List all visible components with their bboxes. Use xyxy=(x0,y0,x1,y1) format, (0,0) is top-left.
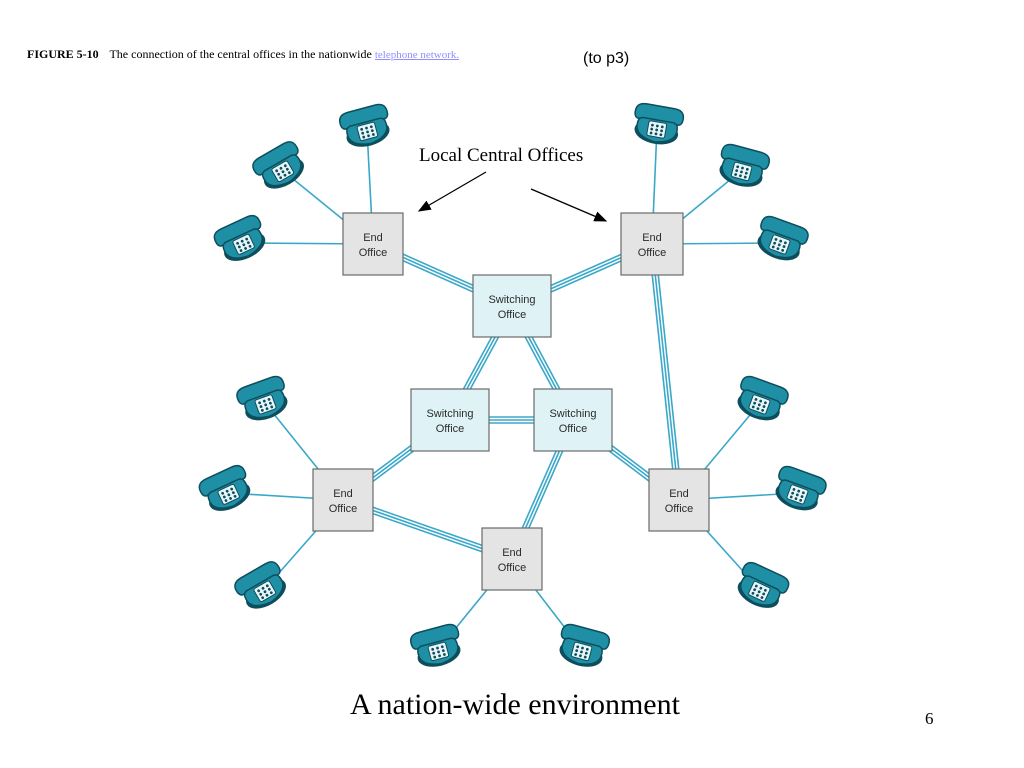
telephone-icon xyxy=(629,101,686,149)
office-label: End xyxy=(363,232,383,244)
telephone-icon xyxy=(408,621,467,673)
figure-caption: FIGURE 5-10 The connection of the centra… xyxy=(27,47,459,62)
trunk-line-eo2-eo4 xyxy=(654,243,683,500)
telephone-icon xyxy=(337,101,396,153)
telephone-icon xyxy=(249,138,312,197)
telephone-icon xyxy=(195,462,258,519)
office-label: Office xyxy=(436,423,465,435)
caption-link[interactable]: telephone network. xyxy=(374,49,460,61)
trunk-line-eo2-eo4 xyxy=(648,244,677,501)
telephone-icon xyxy=(768,463,830,518)
office-label: Switching xyxy=(488,294,535,306)
office-label: Office xyxy=(329,503,358,515)
telephone-icon xyxy=(750,213,812,268)
office-label: End xyxy=(333,488,353,500)
office-label: Office xyxy=(559,423,588,435)
telephone-icon xyxy=(730,373,792,428)
office-label: Switching xyxy=(426,408,473,420)
office-label: End xyxy=(642,232,662,244)
office-label: Switching xyxy=(549,408,596,420)
telephone-icon xyxy=(233,373,295,428)
office-label: Office xyxy=(498,309,527,321)
telephone-icon xyxy=(553,621,612,673)
callout-arrow-left xyxy=(417,171,487,212)
page-reference: (to p3) xyxy=(583,50,630,67)
office-label: End xyxy=(669,488,689,500)
office-label: Office xyxy=(638,247,667,259)
slide-title: A nation-wide environment xyxy=(350,688,680,721)
telephone-icon xyxy=(713,141,772,193)
trunk-line-eo2-eo4 xyxy=(651,243,680,501)
office-label: End xyxy=(502,547,522,559)
caption-text: The connection of the central offices in… xyxy=(109,47,372,61)
office-label: Office xyxy=(359,247,388,259)
figure-label: FIGURE 5-10 xyxy=(27,47,99,61)
callout-label: Local Central Offices xyxy=(419,145,584,166)
callout-arrow-right xyxy=(530,188,608,222)
page-number: 6 xyxy=(925,709,934,728)
office-label: Office xyxy=(498,562,527,574)
office-label: Office xyxy=(665,503,694,515)
telephone-icon xyxy=(210,212,273,269)
